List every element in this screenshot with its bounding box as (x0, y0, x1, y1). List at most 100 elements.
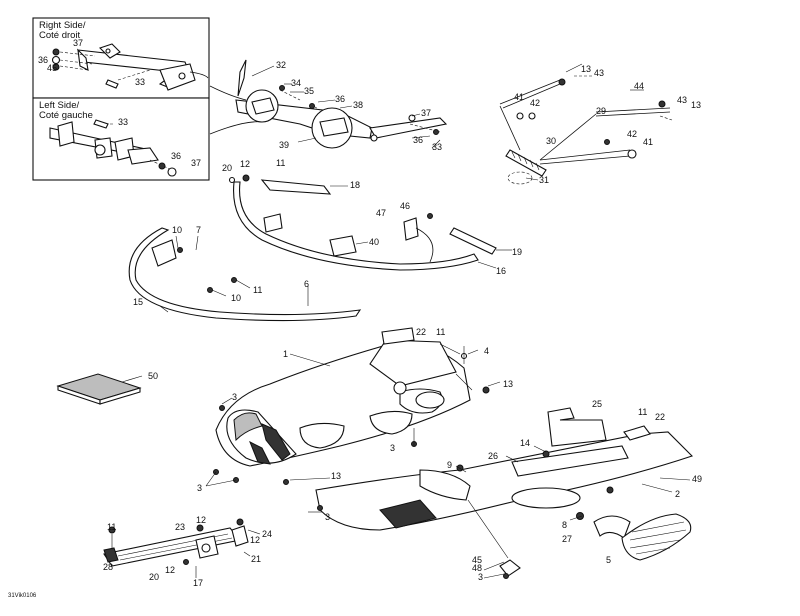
callout-12-rail-top: 12 (196, 515, 206, 525)
callout-21: 21 (251, 554, 261, 564)
callout-14: 14 (520, 438, 530, 448)
belly-pan-callouts: 22 11 1 4 13 3 3 13 3 (197, 327, 513, 493)
callout-36-upper: 36 (335, 94, 345, 104)
callout-47: 47 (376, 208, 386, 218)
callout-20-rail: 20 (149, 572, 159, 582)
callout-12-rail-low: 12 (165, 565, 175, 575)
right-hardware (51, 48, 119, 89)
callout-3-bottom: 3 (478, 572, 483, 582)
part-50-pad: 50 (56, 371, 158, 405)
callout-24: 24 (262, 529, 272, 539)
callout-37-upper: 37 (421, 108, 431, 118)
callout-16: 16 (496, 266, 506, 276)
callout-11-trim: 11 (253, 285, 262, 295)
part-27-cup (593, 515, 631, 539)
inset-right-title-1: Right Side/ (39, 20, 86, 31)
callout-45-bottom: 45 (472, 555, 482, 565)
callout-5: 5 (606, 555, 611, 565)
callout-43-right: 43 (677, 95, 687, 105)
callout-42-lower: 42 (627, 129, 637, 139)
inset-right-title-2: Coté droit (39, 30, 81, 41)
callout-29: 29 (596, 106, 606, 116)
callout-13-lower: 13 (331, 471, 341, 481)
callout-49: 49 (692, 474, 702, 484)
callout-17: 17 (193, 578, 203, 588)
callout-30: 30 (546, 136, 556, 146)
callout-39: 39 (279, 140, 289, 150)
callout-3-lower: 3 (197, 483, 202, 493)
callout-13-cable: 13 (581, 64, 591, 74)
callout-10-upper: 10 (172, 225, 182, 235)
callout-11-pan: 11 (436, 327, 445, 337)
callout-11-plate: 11 (638, 407, 647, 417)
callout-42: 42 (530, 98, 540, 108)
callout-18: 18 (350, 180, 360, 190)
upper-callouts: 32 34 35 36 38 37 39 36 33 (251, 60, 442, 152)
callout-41-lower: 41 (643, 137, 653, 147)
belly-pan-main (213, 327, 490, 485)
callout-38: 38 (353, 100, 363, 110)
callout-3-plate: 3 (325, 512, 330, 522)
callout-41: 41 (514, 92, 524, 102)
callout-9: 9 (447, 460, 452, 470)
callout-3-left: 3 (232, 392, 237, 402)
callout-10-lower: 10 (231, 293, 241, 303)
callout-6: 6 (304, 279, 309, 289)
callout-34: 34 (291, 78, 301, 88)
callout-7: 7 (196, 225, 201, 235)
callout-44: 44 (634, 81, 644, 91)
callout-36-upper-2: 36 (413, 135, 423, 145)
callout-26: 26 (488, 451, 498, 461)
callout-27: 27 (562, 534, 572, 544)
right-skid-plate (315, 407, 694, 579)
callout-11-upper: 11 (276, 158, 285, 168)
callout-15: 15 (133, 297, 143, 307)
callout-33: 33 (135, 77, 145, 87)
inset-left-side: Left Side/ Coté gauche 33 36 37 (32, 97, 210, 181)
left-hardware (93, 119, 177, 177)
callout-37: 37 (73, 38, 83, 48)
callout-46: 46 (400, 201, 410, 211)
callout-32: 32 (276, 60, 286, 70)
right-bracket-part (59, 43, 209, 91)
callout-22-plate: 22 (655, 412, 665, 422)
callout-36-left: 36 (171, 151, 181, 161)
callout-50: 50 (148, 371, 158, 381)
callout-37-left: 37 (191, 158, 201, 168)
callout-35: 35 (304, 86, 314, 96)
front-bumper-trim: 10 7 11 10 6 15 (128, 225, 362, 322)
callout-22-upper: 22 (416, 327, 426, 337)
callout-1: 1 (283, 349, 288, 359)
callout-45: 45 (47, 63, 57, 73)
callout-13-pan: 13 (503, 379, 513, 389)
right-plate-callouts: 25 11 22 14 26 49 9 2 3 8 27 5 (308, 399, 702, 565)
inset-left-title-2: Coté gauche (39, 110, 93, 121)
callout-23: 23 (175, 522, 185, 532)
bottom-rail-assembly: 11 23 12 12 24 21 28 12 20 17 (103, 515, 272, 588)
callout-48: 48 (472, 563, 482, 573)
inset-right-side: Right Side/ Coté droit 37 36 45 33 (32, 17, 210, 99)
callout-20-upper: 20 (222, 163, 232, 173)
front-frame-bar: 20 12 11 18 47 46 40 19 16 (222, 158, 522, 276)
callout-4: 4 (484, 346, 489, 356)
callout-25: 25 (592, 399, 602, 409)
callout-43: 43 (594, 68, 604, 78)
callout-8: 8 (562, 520, 567, 530)
cable-spring-assembly: 13 43 44 41 42 29 43 13 30 42 41 31 (499, 63, 701, 185)
part-5-plate (621, 513, 692, 561)
callout-12-upper: 12 (240, 159, 250, 169)
left-bracket-part (49, 121, 173, 171)
callout-28: 28 (103, 562, 113, 572)
callout-2: 2 (675, 489, 680, 499)
callout-40: 40 (369, 237, 379, 247)
inset-left-title-1: Left Side/ (39, 100, 79, 111)
callout-36: 36 (38, 55, 48, 65)
callout-13-right: 13 (691, 100, 701, 110)
upper-mount-bracket (209, 59, 448, 149)
callout-31: 31 (539, 175, 549, 185)
callout-11-rail: 11 (107, 522, 116, 532)
callout-3-center: 3 (390, 443, 395, 453)
callout-33-upper: 33 (432, 142, 442, 152)
callout-33-left: 33 (118, 117, 128, 127)
